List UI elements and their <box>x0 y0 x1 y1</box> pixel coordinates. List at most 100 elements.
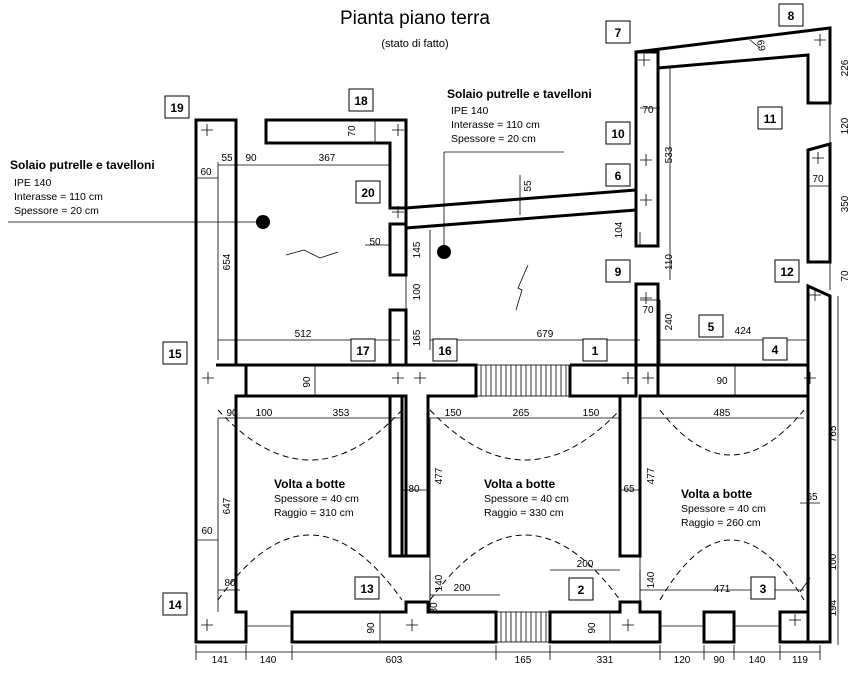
point-crosshair <box>622 372 634 384</box>
svg-text:9: 9 <box>615 265 622 279</box>
vault-note-right: Volta a botte Spessore = 40 cm Raggio = … <box>681 487 766 529</box>
svg-text:140: 140 <box>646 571 657 588</box>
vault-note-left: Volta a botte Spessore = 40 cm Raggio = … <box>274 477 359 519</box>
note-left-heading: Solaio putrelle e tavelloni <box>10 158 155 172</box>
dimension-lines <box>195 28 839 660</box>
point-crosshair <box>201 124 213 136</box>
point-15: 15 <box>162 341 188 365</box>
svg-text:150: 150 <box>583 408 600 419</box>
svg-text:477: 477 <box>434 467 445 484</box>
wall-slanted-north <box>404 188 638 230</box>
svg-text:10: 10 <box>611 127 625 141</box>
svg-text:55: 55 <box>221 153 233 164</box>
svg-text:16: 16 <box>438 344 452 358</box>
wall-north-18 <box>264 118 408 210</box>
svg-text:65: 65 <box>806 492 818 503</box>
svg-text:140: 140 <box>434 574 445 591</box>
point-8: 8 <box>778 3 804 27</box>
wall-south-b <box>548 600 662 644</box>
svg-text:12: 12 <box>780 265 794 279</box>
svg-text:367: 367 <box>319 153 336 164</box>
note-left-line-2: Interasse = 110 cm <box>14 191 103 203</box>
svg-text:353: 353 <box>333 408 350 419</box>
svg-text:485: 485 <box>714 408 731 419</box>
svg-text:90: 90 <box>587 622 598 634</box>
svg-text:90: 90 <box>713 655 725 666</box>
svg-text:120: 120 <box>840 117 851 134</box>
svg-text:265: 265 <box>513 408 530 419</box>
point-crosshair <box>622 619 634 631</box>
point-crosshair <box>789 614 801 626</box>
vault-arcs <box>217 409 805 601</box>
svg-text:165: 165 <box>412 329 423 346</box>
vault-right-raggio: Raggio = 260 cm <box>681 517 761 529</box>
point-crosshair <box>640 194 652 206</box>
svg-text:165: 165 <box>515 655 532 666</box>
svg-text:90: 90 <box>716 376 728 387</box>
vault-right-spessore: Spessore = 40 cm <box>681 503 766 515</box>
point-20: 20 <box>355 180 381 204</box>
point-crosshair <box>809 289 821 301</box>
stair-south <box>495 611 551 643</box>
svg-text:765: 765 <box>828 425 839 442</box>
point-crosshairs <box>201 34 826 631</box>
vault-left-spessore: Spessore = 40 cm <box>274 493 359 505</box>
svg-text:69: 69 <box>754 39 767 52</box>
svg-text:8: 8 <box>788 9 795 23</box>
wall-17 <box>388 308 408 367</box>
wall-9 <box>634 282 660 367</box>
svg-text:119: 119 <box>792 655 808 666</box>
wall-vault-left-east <box>400 396 428 558</box>
wall-mid-block-c <box>568 365 620 398</box>
point-13: 13 <box>354 576 380 600</box>
svg-text:141: 141 <box>212 655 229 666</box>
svg-text:100: 100 <box>256 408 273 419</box>
point-labels: 1 2 3 4 5 6 7 8 9 10 11 12 13 14 15 16 1… <box>162 3 804 616</box>
svg-text:194: 194 <box>828 599 839 616</box>
page-title: Pianta piano terra <box>340 8 490 29</box>
point-crosshair <box>804 372 816 384</box>
wall-20 <box>388 222 408 277</box>
point-6: 6 <box>605 163 631 187</box>
svg-text:90: 90 <box>302 376 313 388</box>
svg-text:60: 60 <box>200 167 212 178</box>
svg-text:90: 90 <box>366 622 377 634</box>
svg-text:90: 90 <box>226 408 238 419</box>
wall-east <box>806 283 832 644</box>
svg-text:70: 70 <box>642 105 654 116</box>
wall-south-d <box>778 610 810 644</box>
wall-11 <box>806 142 832 264</box>
svg-text:603: 603 <box>386 655 403 666</box>
wall-7-6 <box>634 50 660 248</box>
point-1: 1 <box>582 338 608 362</box>
point-11: 11 <box>757 106 783 130</box>
svg-text:50: 50 <box>369 237 381 248</box>
point-18: 18 <box>348 88 374 112</box>
vault-left-raggio: Raggio = 310 cm <box>274 507 354 519</box>
svg-text:120: 120 <box>674 655 691 666</box>
point-17: 17 <box>350 338 376 362</box>
svg-text:2: 2 <box>578 583 585 597</box>
svg-text:7: 7 <box>615 26 622 40</box>
vault-center-heading: Volta a botte <box>484 477 555 491</box>
svg-text:654: 654 <box>222 253 233 270</box>
svg-text:80: 80 <box>224 578 236 589</box>
solaio-marker-right <box>437 245 451 259</box>
svg-text:70: 70 <box>812 174 824 185</box>
page-subtitle: (stato di fatto) <box>381 38 448 50</box>
svg-text:100: 100 <box>412 283 423 300</box>
note-right-line-1: IPE 140 <box>451 105 489 117</box>
svg-text:18: 18 <box>354 94 368 108</box>
note-right-heading: Solaio putrelle e tavelloni <box>447 87 592 101</box>
point-14: 14 <box>162 592 188 616</box>
svg-text:14: 14 <box>168 598 182 612</box>
point-crosshair <box>392 206 404 218</box>
point-19: 19 <box>164 95 190 119</box>
note-solaio-right: Solaio putrelle e tavelloni IPE 140 Inte… <box>437 87 592 311</box>
wall-west <box>194 118 248 644</box>
wall-mid-left <box>246 363 478 558</box>
door-openings-south <box>246 577 811 627</box>
point-crosshair <box>640 154 652 166</box>
vault-note-center: Volta a botte Spessore = 40 cm Raggio = … <box>484 477 569 519</box>
wall-south-c <box>702 610 736 644</box>
